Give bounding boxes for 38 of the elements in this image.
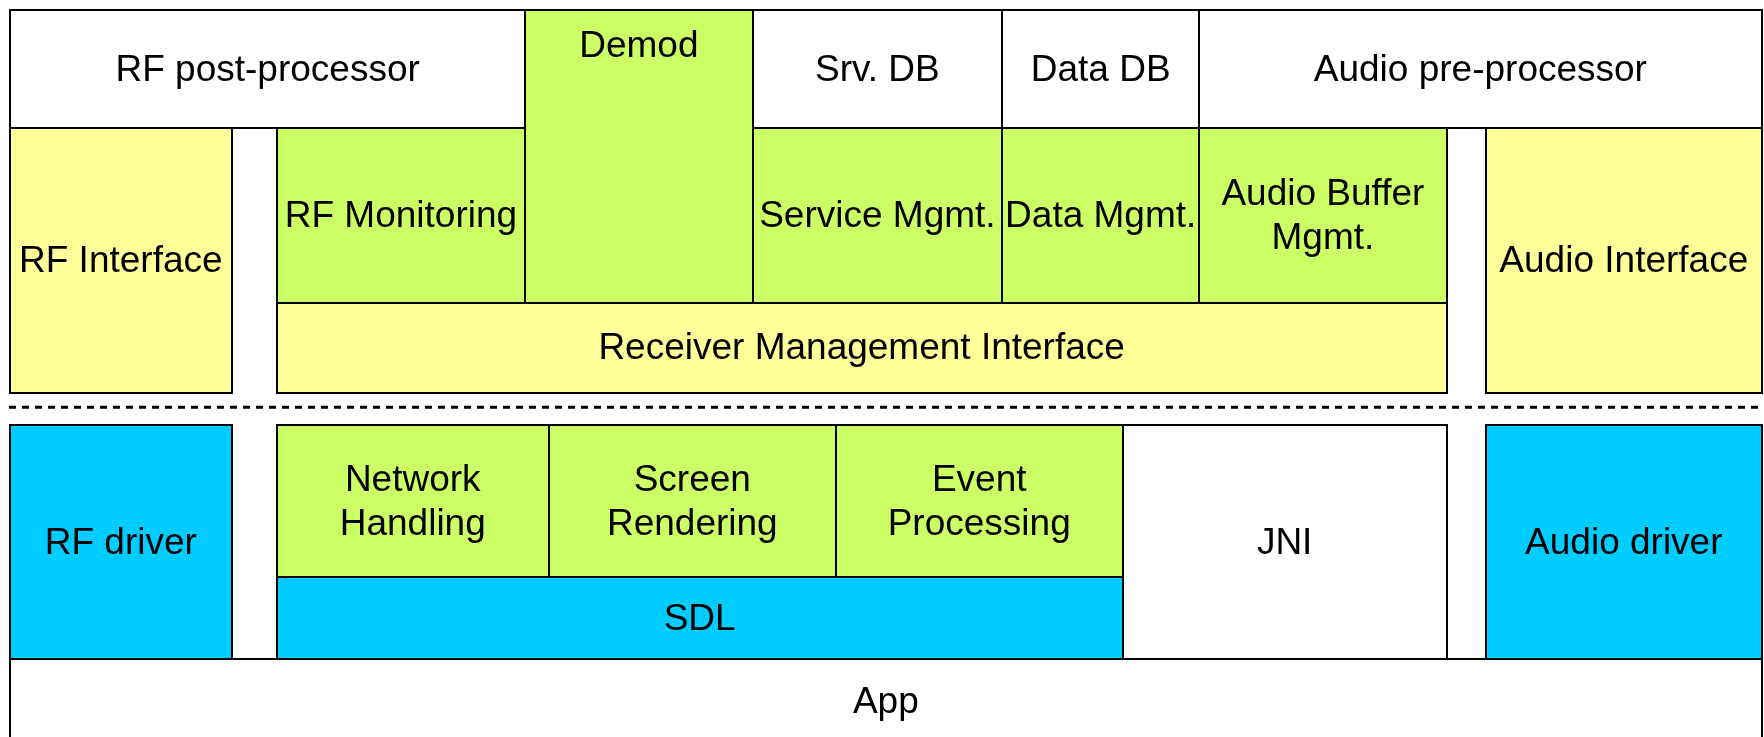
layer-box [1485,127,1763,394]
layer-label: Srv. DB [815,46,940,91]
layer-label: RF driver [44,519,197,564]
layer-box [275,127,527,304]
layer-box [9,658,1763,737]
layer-box [1121,424,1448,661]
layer-box [9,127,233,394]
layer-label: JNI [1256,519,1313,564]
layer-label: Data Mgmt. [1005,193,1197,238]
layer-label: Data DB [1030,46,1171,91]
layer-label: Receiver Management Interface [598,325,1125,370]
layer-box [1485,424,1763,661]
layer-box [547,424,837,578]
layer-label: Demod [579,23,699,67]
layer-box [1198,127,1448,304]
layer-label: Service Mgmt. [759,193,996,238]
layer-box [524,9,754,304]
layer-label: Audio Interface [1499,238,1749,283]
layer-label: App [852,679,919,724]
layer-box [751,127,1004,304]
layer-label: Audio Buffer Mgmt. [1220,170,1426,260]
layer-label: RF Interface [19,238,223,283]
layer-label: SDL [663,595,736,640]
layer-label: RF Monitoring [284,193,518,238]
layer-box [275,424,550,578]
layer-box [275,301,1448,394]
layer-box [1198,9,1763,130]
layer-label: Screen Rendering [605,456,779,546]
layer-box [9,424,233,661]
layer-label: Network Handling [338,456,487,546]
layer-label: Audio driver [1525,519,1723,564]
layer-box [834,424,1124,578]
layer-box [1001,127,1201,304]
layer-box [275,576,1124,661]
layer-label: Event Processing [886,456,1072,546]
layer-label: RF post-processor [115,46,420,91]
layer-label: Audio pre-processor [1313,46,1647,91]
layer-box [9,9,527,130]
